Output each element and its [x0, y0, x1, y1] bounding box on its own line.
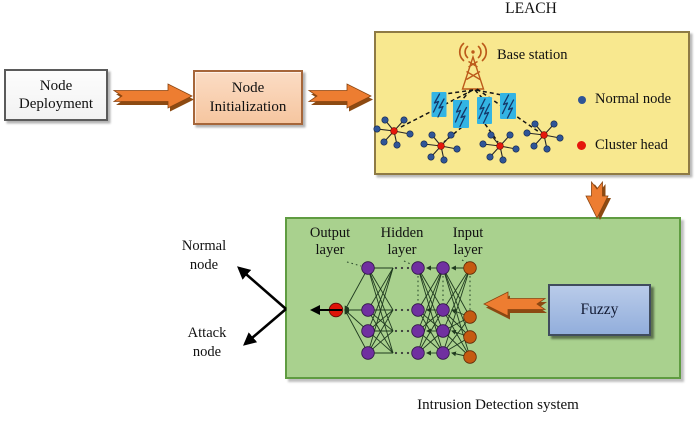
attack-node-output-label: Attack node: [187, 325, 227, 360]
normal-node: [487, 131, 495, 139]
node-deployment-box: Node Deployment: [4, 69, 108, 121]
input-layer-node: [463, 330, 477, 344]
normal-node: [420, 140, 428, 148]
intrusion-detection-box: [285, 217, 681, 379]
normal-node: [531, 120, 539, 128]
normal-node: [373, 125, 381, 133]
hidden-layer-node: [436, 324, 450, 338]
node-deployment-label: Node Deployment: [18, 77, 94, 112]
cluster-head-node: [390, 127, 398, 135]
normal-node: [427, 153, 435, 161]
leach-title: LEACH: [505, 0, 557, 17]
hidden-layer-node: [411, 324, 425, 338]
normal-node-dot-icon: [578, 95, 586, 104]
normal-node: [400, 116, 408, 124]
normal-node: [381, 116, 389, 124]
output-layer-label: Output layer: [309, 225, 351, 259]
normal-node: [447, 131, 455, 139]
cluster: [420, 131, 461, 164]
normal-node: [406, 130, 414, 138]
hidden-layer-node: [436, 346, 450, 360]
normal-node: [550, 120, 558, 128]
hidden-layer-node: [361, 261, 375, 275]
node-initialization-label: Node Initialization: [209, 80, 287, 115]
hidden-layer-node: [436, 303, 450, 317]
neural-network: [328, 259, 477, 364]
legend-normal-node-label: Normal node: [595, 91, 672, 107]
hidden-layer-node: [411, 261, 425, 275]
cluster: [523, 120, 564, 153]
arrow-init-to-leach: [307, 83, 373, 112]
fuzzy-label: Fuzzy: [580, 300, 619, 318]
normal-node: [523, 129, 531, 137]
energy-blocks: [431, 92, 516, 128]
hidden-layer-node: [361, 346, 375, 360]
input-layer-node: [463, 310, 477, 324]
cluster-head-dot-icon: [577, 141, 586, 150]
hidden-layer-node: [411, 346, 425, 360]
normal-node: [453, 145, 461, 153]
normal-node: [543, 145, 551, 153]
arrow-fuzzy-to-network: [483, 291, 547, 320]
hidden-layer-node: [361, 324, 375, 338]
input-layer-label: Input layer: [452, 225, 484, 259]
normal-node: [486, 153, 494, 161]
cluster: [373, 116, 414, 149]
diagram-caption: Intrusion Detection system: [417, 397, 579, 413]
cluster: [479, 131, 520, 164]
cluster-head-node: [437, 142, 445, 150]
node-initialization-box: Node Initialization: [193, 70, 303, 125]
normal-node: [393, 141, 401, 149]
normal-node: [440, 156, 448, 164]
hidden-layer-node: [411, 303, 425, 317]
legend-cluster-head-label: Cluster head: [595, 137, 668, 153]
base-station-antenna-icon: [458, 42, 488, 90]
hidden-layer-label: Hidden layer: [380, 225, 424, 259]
input-layer-node: [463, 350, 477, 364]
arrow-deploy-to-init: [112, 83, 194, 112]
normal-node: [530, 142, 538, 150]
input-layer-node: [463, 261, 477, 275]
base-station-label: Base station: [497, 47, 568, 63]
hidden-layer-node: [436, 261, 450, 275]
legend-cluster-head: Cluster head: [577, 137, 668, 154]
classification-arrows: [237, 266, 287, 346]
normal-node: [499, 156, 507, 164]
normal-node: [512, 145, 520, 153]
normal-node: [428, 131, 436, 139]
cluster-head-node: [496, 142, 504, 150]
normal-node: [380, 138, 388, 146]
cluster-head-node: [540, 131, 548, 139]
normal-node: [506, 131, 514, 139]
hidden-layer-node: [361, 303, 375, 317]
arrow-leach-to-ids: [585, 180, 611, 220]
sensor-clusters: [373, 116, 564, 164]
normal-node: [556, 134, 564, 142]
legend-normal-node: Normal node: [578, 91, 671, 108]
normal-node-output-label: Normal node: [181, 238, 227, 273]
leach-box: [374, 31, 690, 175]
normal-node: [479, 140, 487, 148]
fuzzy-box: Fuzzy: [548, 284, 651, 336]
